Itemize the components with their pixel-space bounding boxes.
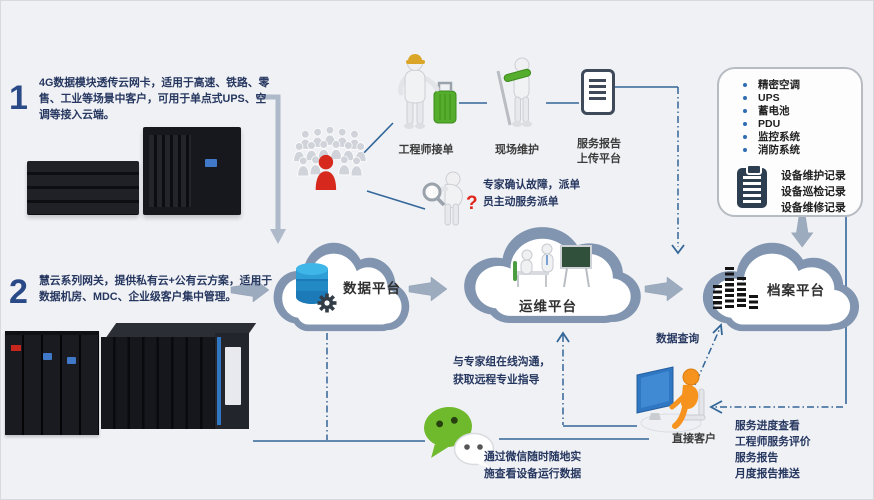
equipment-row: 精密空调 (743, 78, 800, 91)
server-rack-row-image (5, 331, 99, 435)
operations-room-icon (513, 243, 592, 288)
container-side (215, 333, 249, 429)
archive-platform-cloud: 档案平台 (693, 239, 861, 333)
equipment-panel: 精密空调 UPS 蓄电池 PDU 监控系统 消防系统 设备维护记录 设备巡检记录… (717, 67, 863, 217)
wechat-note-line1: 通过微信随时随地实 (484, 451, 582, 463)
equalizer-bars-icon (713, 267, 758, 309)
tower-vents (149, 135, 191, 207)
data-query-label: 数据查询 (656, 333, 700, 345)
engineer-icon (398, 54, 457, 129)
equipment-item: UPS (758, 91, 780, 104)
direct-customer-icon (636, 366, 706, 442)
expert-icon (422, 171, 463, 226)
chair-icon (698, 388, 705, 418)
service-item: 服务报告 (735, 452, 779, 464)
record-item: 设备维护记录 (781, 170, 846, 182)
step-1-text: 4G数据模块透传云网卡，适用于高速、铁路、零售、工业等场景中客户，可用于单点式U… (39, 77, 270, 122)
tower-screen (205, 159, 217, 167)
step-2-text: 慧云系列网关，提供私有云+公有云方案，适用于数据机房、MDC、企业级客户集中管理… (39, 275, 273, 304)
direct-customer-label: 直接客户 (672, 433, 716, 445)
gear-icon (317, 293, 337, 313)
service-report-icon (581, 69, 615, 115)
expert-chat-line2: 获取远程专业指导 (453, 374, 540, 386)
operations-platform-label: 运维平台 (519, 299, 577, 314)
step-1-number: 1 (9, 79, 28, 117)
equipment-row: UPS (743, 91, 800, 104)
expert-chat-line1: 与专家组在线沟通， (453, 356, 551, 368)
equipment-row: 蓄电池 (743, 104, 800, 117)
question-mark: ? (466, 193, 478, 214)
engineer-label: 工程师接单 (398, 144, 454, 156)
maintenance-label: 现场维护 (495, 144, 539, 156)
customer-crowd-icon (293, 125, 367, 191)
rackmount-ups-image (27, 161, 139, 215)
bullet-icon (743, 134, 747, 139)
green-chair-icon (513, 261, 517, 281)
equipment-item: 精密空调 (758, 79, 800, 91)
wechat-note-line2: 施查看设备运行数据 (484, 468, 582, 480)
database-icon (296, 263, 337, 313)
expert-note-line2: 员主动服务派单 (483, 196, 559, 208)
equipment-item: 监控系统 (758, 131, 800, 143)
equipment-item: 蓄电池 (758, 105, 790, 117)
operations-platform-cloud: 运维平台 (453, 223, 643, 325)
expert-note-line1: 专家确认故障，派单 (483, 179, 581, 191)
data-platform-cloud: 数据平台 (265, 239, 411, 333)
maintenance-worker-icon (496, 57, 532, 127)
engineer-cap-icon (408, 54, 422, 61)
bullet-icon (743, 121, 747, 126)
step-2-number: 2 (9, 273, 28, 311)
equipment-item: 消防系统 (758, 144, 800, 156)
rack-red-label (11, 345, 21, 351)
equipment-row: 消防系统 (743, 143, 800, 156)
bullet-icon (743, 108, 747, 113)
container-datacenter-image (101, 323, 257, 429)
record-item: 设备巡检记录 (781, 186, 846, 198)
equipment-row: 监控系统 (743, 130, 800, 143)
record-item: 设备维修记录 (781, 202, 846, 214)
equipment-item: PDU (758, 117, 781, 130)
service-item: 工程师服务评价 (735, 436, 811, 448)
archive-platform-label: 档案平台 (767, 283, 825, 298)
container-blue-stripe (217, 337, 221, 425)
container-front (101, 337, 215, 429)
rack-screen-2 (67, 357, 76, 364)
service-item: 月度报告推送 (735, 468, 800, 480)
bullet-icon (743, 147, 747, 152)
clipboard-icon (737, 164, 767, 208)
magnifier-icon (422, 182, 442, 202)
data-platform-label: 数据平台 (343, 281, 401, 296)
report-label-line1: 服务报告 (577, 138, 621, 150)
container-door (225, 347, 241, 405)
tower-ups-image (143, 127, 241, 215)
report-label-line2: 上传平台 (577, 153, 621, 165)
rack-screen-1 (43, 353, 52, 360)
green-tool-icon (503, 68, 532, 82)
bullet-icon (743, 82, 747, 87)
bullet-icon (743, 95, 747, 100)
service-item: 服务进度查看 (735, 420, 800, 432)
wechat-icon (424, 406, 495, 468)
tool-stick-icon (496, 70, 512, 126)
equipment-row: PDU (743, 117, 800, 130)
